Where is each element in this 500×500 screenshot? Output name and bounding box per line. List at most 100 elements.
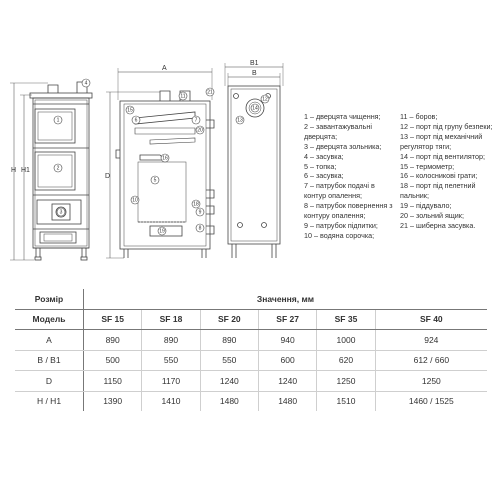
callout-14: 14 xyxy=(250,103,260,113)
legend-left: 1 – дверцята чищення; 2 – завантажувальн… xyxy=(304,112,393,241)
header-values: Значення, мм xyxy=(83,289,487,310)
legend-line: 21 – шиберна засувка. xyxy=(400,220,476,230)
legend-line: 5 – топка; xyxy=(304,161,337,171)
row-label: A xyxy=(15,329,84,351)
table-cell: 612 / 660 xyxy=(375,350,487,371)
legend-line: 10 – водяна сорочка; xyxy=(304,230,375,240)
callout-1: 1 xyxy=(53,115,63,125)
table-cell: 600 xyxy=(258,350,318,371)
table-cell: 620 xyxy=(316,350,376,371)
legend-line: 6 – засувка; xyxy=(304,171,344,181)
table-row: A 890 890 890 940 1000 924 xyxy=(15,329,487,351)
svg-text:10: 10 xyxy=(132,198,138,204)
legend-line: 15 – термометр; xyxy=(400,161,455,171)
table-cell: 1250 xyxy=(375,370,487,392)
table-cell: 1170 xyxy=(141,370,201,392)
callout-19: 19 xyxy=(157,226,167,236)
table-cell: 940 xyxy=(258,329,318,351)
model-name: SF 18 xyxy=(141,309,201,330)
header-size: Розмір xyxy=(15,289,84,310)
table-cell: 1480 xyxy=(258,391,318,411)
callout-3: 3 xyxy=(56,207,66,217)
svg-text:2: 2 xyxy=(57,166,60,172)
svg-text:8: 8 xyxy=(199,226,202,232)
dim-a: A xyxy=(162,65,167,72)
legend-line: 8 – патрубок повернення з xyxy=(304,201,393,211)
legend-line: 4 – засувка; xyxy=(304,151,344,161)
dim-d: D xyxy=(105,173,110,180)
callout-16: 16 xyxy=(160,153,170,163)
model-name: SF 27 xyxy=(258,309,318,330)
svg-text:19: 19 xyxy=(159,229,165,235)
legend-line: 14 – порт під вентилятор; xyxy=(400,151,485,161)
callout-5: 5 xyxy=(150,175,160,185)
legend-line: пальник; xyxy=(400,191,429,201)
legend-line: 3 – дверцята зольника; xyxy=(304,141,382,151)
legend-line: 16 – колосникові грати; xyxy=(400,171,478,181)
front-view xyxy=(29,81,93,261)
row-label: D xyxy=(15,370,84,392)
table-cell: 1510 xyxy=(316,391,376,411)
legend-line: контур опалення; xyxy=(304,191,362,201)
legend-line: 11 – боров; xyxy=(400,112,438,121)
header-model: Модель xyxy=(15,309,84,330)
svg-text:3: 3 xyxy=(60,210,63,216)
legend-line: дверцята; xyxy=(304,131,338,141)
callout-6: 6 xyxy=(131,115,141,125)
svg-text:1: 1 xyxy=(57,118,60,124)
callout-7: 7 xyxy=(191,115,201,125)
svg-text:21: 21 xyxy=(207,90,213,96)
table-model-row: Модель SF 15 SF 18 SF 20 SF 27 SF 35 SF … xyxy=(15,309,487,330)
row-label: B / B1 xyxy=(15,350,84,371)
table-cell: 1000 xyxy=(316,329,376,351)
svg-text:16: 16 xyxy=(162,156,168,162)
callout-20: 20 xyxy=(195,125,205,135)
legend-line: контуру опалення; xyxy=(304,211,366,221)
table-cell: 1480 xyxy=(200,391,259,411)
table-row: H / H1 1390 1410 1480 1480 1510 1460 / 1… xyxy=(15,391,487,411)
dim-b: B xyxy=(252,70,257,77)
legend-line: 12 – порт під групу безпеки; xyxy=(400,121,493,131)
table-cell: 890 xyxy=(200,329,259,351)
svg-text:7: 7 xyxy=(195,118,198,124)
table-cell: 890 xyxy=(141,329,201,351)
table-cell: 550 xyxy=(141,350,201,371)
callout-9: 9 xyxy=(195,207,205,217)
callout-11: 11 xyxy=(178,91,188,101)
section-view xyxy=(115,90,215,258)
table-cell: 1250 xyxy=(316,370,376,392)
legend-line: 7 – патрубок подачі в xyxy=(304,181,375,191)
dim-h1: H1 xyxy=(21,167,30,174)
legend-line: регулятор тяги; xyxy=(400,141,452,151)
table-cell: 500 xyxy=(83,350,143,371)
svg-text:13: 13 xyxy=(237,118,243,124)
callout-21: 21 xyxy=(205,87,215,97)
model-name: SF 20 xyxy=(200,309,259,330)
callout-12: 12 xyxy=(260,94,270,104)
row-label: H / H1 xyxy=(15,391,84,411)
svg-text:11: 11 xyxy=(180,94,185,100)
callout-8: 8 xyxy=(195,223,205,233)
model-name: SF 15 xyxy=(83,309,143,330)
svg-text:4: 4 xyxy=(85,81,88,87)
svg-text:15: 15 xyxy=(127,108,133,114)
callout-10: 10 xyxy=(130,195,140,205)
svg-text:9: 9 xyxy=(199,210,202,216)
legend-right: 11 – боров; 12 – порт під групу безпеки;… xyxy=(400,112,493,231)
model-name: SF 35 xyxy=(316,309,376,330)
callout-13: 13 xyxy=(235,115,245,125)
table-header-row: Розмір Значення, мм xyxy=(15,289,487,310)
table-cell: 550 xyxy=(200,350,259,371)
callout-2: 2 xyxy=(53,163,63,173)
legend-line: 19 – піддувало; xyxy=(400,201,452,211)
svg-text:14: 14 xyxy=(252,106,258,112)
table-cell: 1150 xyxy=(83,370,143,392)
svg-text:20: 20 xyxy=(197,128,203,134)
table-cell: 1460 / 1525 xyxy=(408,396,454,407)
legend-line: 13 – порт під механічний xyxy=(400,131,483,141)
model-name: SF 40 xyxy=(375,309,487,330)
table-cell: 1240 xyxy=(200,370,259,392)
table-row: D 1150 1170 1240 1240 1250 1250 xyxy=(15,370,487,392)
